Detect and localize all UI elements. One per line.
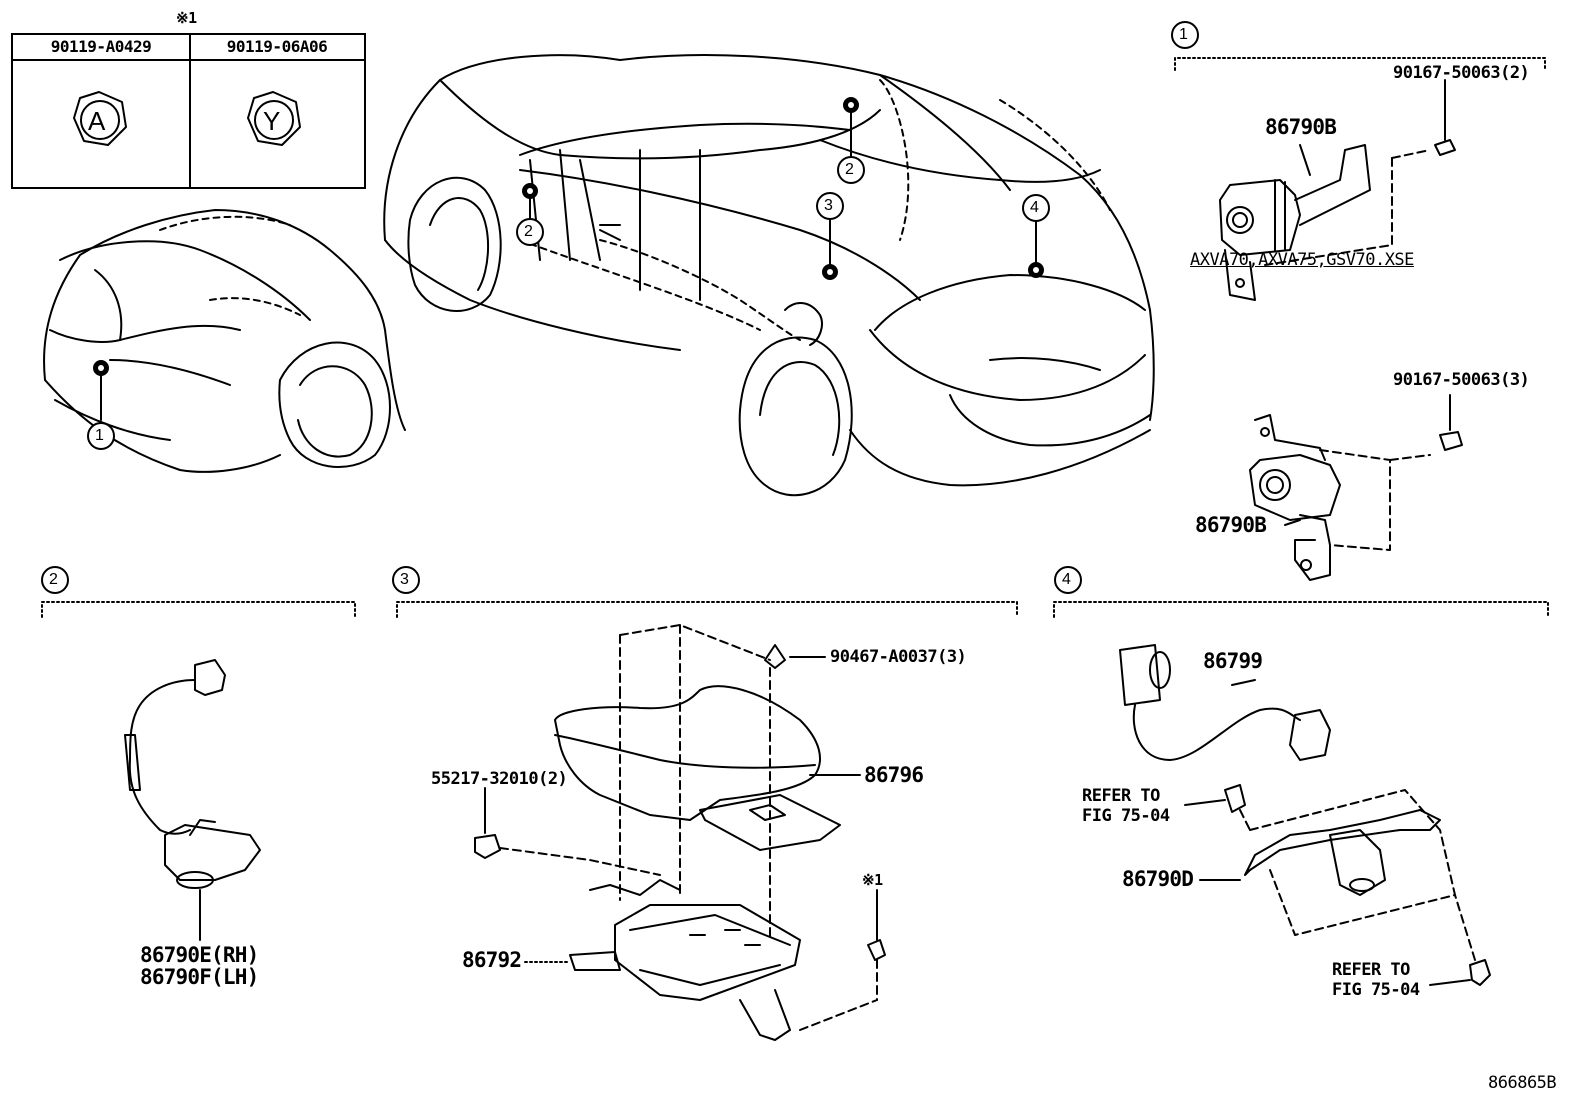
section1-bolt-b-label[interactable]: 90167-50063(3) xyxy=(1393,370,1530,390)
section4-refer1-line2[interactable]: FIG 75-04 xyxy=(1082,806,1170,826)
section3-assembly xyxy=(474,624,886,1041)
section1-camera-a-label[interactable]: 86790B xyxy=(1265,115,1337,139)
section1-camera-b xyxy=(1249,394,1463,581)
nut-icons xyxy=(73,91,301,146)
section4-header-number[interactable]: 4 xyxy=(1062,571,1071,588)
callout-2-right[interactable]: 2 xyxy=(845,161,854,178)
section4-cable-label[interactable]: 86799 xyxy=(1203,649,1263,673)
section1-variant-note: AXVA70,AXVA75,GSV70.XSE xyxy=(1190,250,1414,270)
section1-camera-a xyxy=(1219,79,1456,301)
section-brackets xyxy=(41,57,1549,618)
rear-car-view xyxy=(383,54,1155,497)
section4-camera-label[interactable]: 86790D xyxy=(1122,867,1194,891)
table-column-divider xyxy=(189,35,191,187)
section3-cover-label[interactable]: 86796 xyxy=(864,763,924,787)
section1-bolt-a-label[interactable]: 90167-50063(2) xyxy=(1393,63,1530,83)
section3-note-mark: ※1 xyxy=(862,871,883,889)
section2-camera xyxy=(124,659,261,941)
fastener-table: 90119-A0429 90119-06A06 xyxy=(11,33,366,189)
table-col2-part[interactable]: 90119-06A06 xyxy=(226,37,328,56)
section3-clip-label[interactable]: 55217-32010(2) xyxy=(431,769,568,789)
section3-screw-label[interactable]: 90467-A0037(3) xyxy=(830,647,967,667)
table-note-mark: ※1 xyxy=(176,9,197,27)
section1-header-number[interactable]: 1 xyxy=(1179,26,1188,43)
nut-a-letter: A xyxy=(88,106,106,136)
callout-2-left[interactable]: 2 xyxy=(524,223,533,240)
front-car-view xyxy=(43,209,406,473)
section3-header-number[interactable]: 3 xyxy=(400,571,409,588)
table-header-divider xyxy=(13,59,364,61)
section1-camera-b-label[interactable]: 86790B xyxy=(1195,513,1267,537)
section4-refer1-line1[interactable]: REFER TO xyxy=(1082,786,1160,806)
table-col1-part[interactable]: 90119-A0429 xyxy=(50,37,152,56)
callout-1-front[interactable]: 1 xyxy=(95,427,104,444)
section3-ecu-label[interactable]: 86792 xyxy=(462,948,522,972)
section4-assembly xyxy=(1119,644,1491,986)
section2-header-number[interactable]: 2 xyxy=(49,571,58,588)
callout-markers xyxy=(87,97,1050,450)
section2-camera-rh-label[interactable]: 86790E(RH) xyxy=(140,943,259,967)
section-header-circles xyxy=(41,21,1199,594)
section4-refer2-line2[interactable]: FIG 75-04 xyxy=(1332,980,1420,1000)
callout-4-rear[interactable]: 4 xyxy=(1030,199,1039,216)
section2-camera-lh-label[interactable]: 86790F(LH) xyxy=(140,965,259,989)
section4-refer2-line1[interactable]: REFER TO xyxy=(1332,960,1410,980)
nut-y-letter: Y xyxy=(263,106,281,136)
callout-3-roof[interactable]: 3 xyxy=(824,197,833,214)
diagram-id: 866865B xyxy=(1488,1073,1557,1093)
